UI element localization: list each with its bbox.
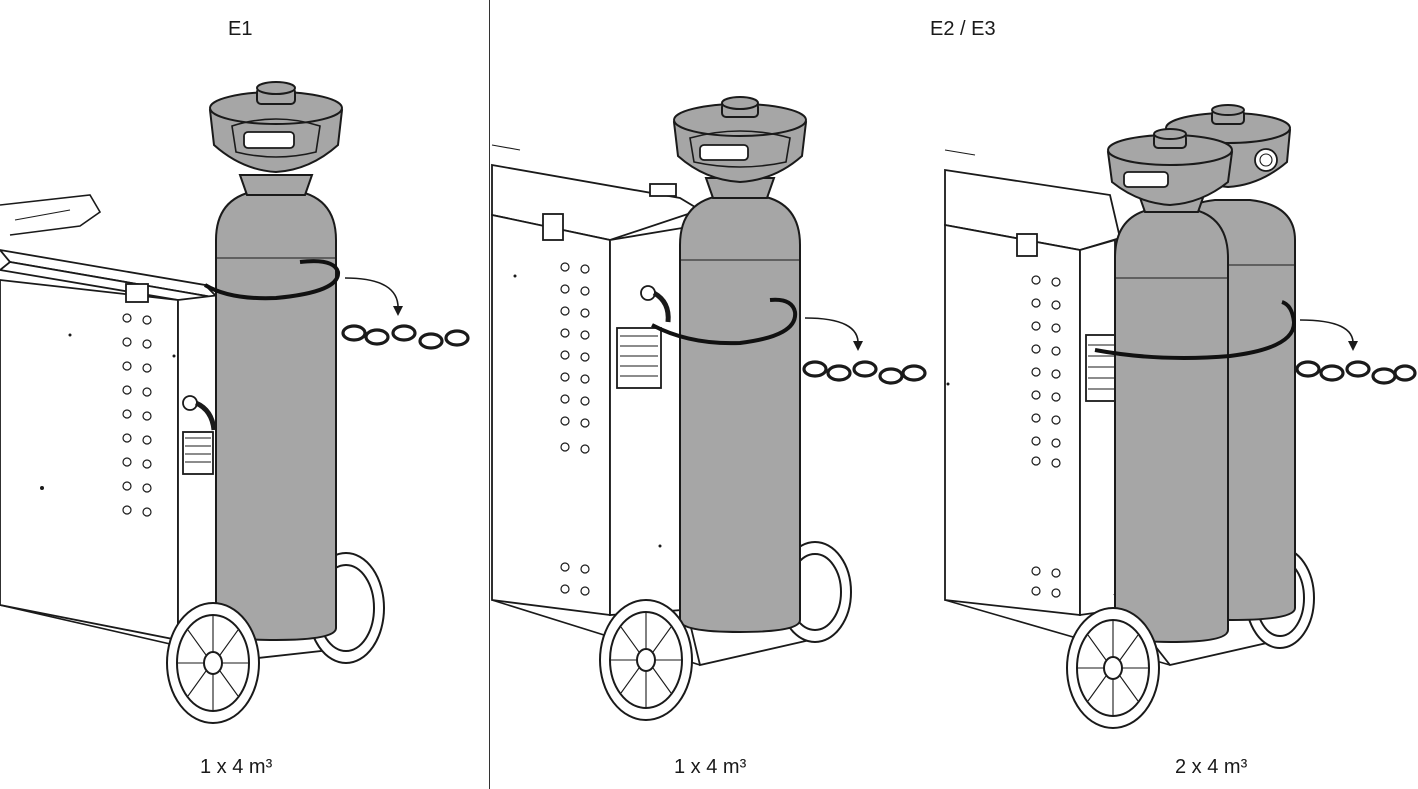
- e2-single-arrow-head: [853, 341, 863, 351]
- e1-securing-strap: [203, 259, 340, 301]
- e1-vent-holes: [122, 313, 152, 517]
- e2-single-chain-arrow: [804, 317, 859, 346]
- e2-double-arrow-head: [1348, 341, 1358, 351]
- e1-rear-connectors: [182, 395, 217, 475]
- e1-arrow-head: [393, 306, 403, 316]
- e2-single-vent-holes: [560, 262, 590, 596]
- e2-double-illustration: [944, 104, 1417, 729]
- panel-divider: [489, 0, 490, 789]
- capacity-label-e2-double: 2 x 4 m³: [1175, 756, 1248, 778]
- capacity-label-e2-single: 1 x 4 m³: [674, 756, 747, 778]
- e2-double-vent-holes: [1031, 275, 1061, 598]
- e1-front-wheel: [166, 602, 260, 724]
- e1-chain-arrow: [344, 277, 399, 311]
- e2-single-securing-strap: [651, 297, 798, 346]
- e2-double-front-wheel: [1066, 607, 1160, 729]
- e2-double-rear-connectors: [1085, 334, 1117, 402]
- e1-chain-icon: [341, 324, 470, 350]
- e2-double-chain-icon: [1295, 360, 1417, 385]
- e2-single-chain-icon: [802, 360, 927, 385]
- e2-single-rear-connectors: [616, 285, 671, 389]
- e2-single-machine-cabinet: [491, 144, 703, 617]
- e2-double-front-gas-cylinder: [1106, 128, 1234, 644]
- e1-machine-cabinet: [0, 194, 221, 642]
- panel-title-e1: E1: [228, 18, 253, 40]
- e2-double-securing-strap: [1094, 300, 1297, 360]
- e2-single-illustration: [491, 96, 927, 721]
- e2-single-front-wheel: [599, 599, 693, 721]
- capacity-label-e1: 1 x 4 m³: [200, 756, 273, 778]
- e1-gas-cylinder: [208, 81, 344, 642]
- e2-double-chain-arrow: [1299, 319, 1354, 346]
- panel-title-e2-e3: E2 / E3: [930, 18, 996, 40]
- e2-double-machine-cabinet: [944, 149, 1122, 617]
- e1-illustration: [0, 81, 470, 724]
- e2-single-gas-cylinder: [672, 96, 808, 634]
